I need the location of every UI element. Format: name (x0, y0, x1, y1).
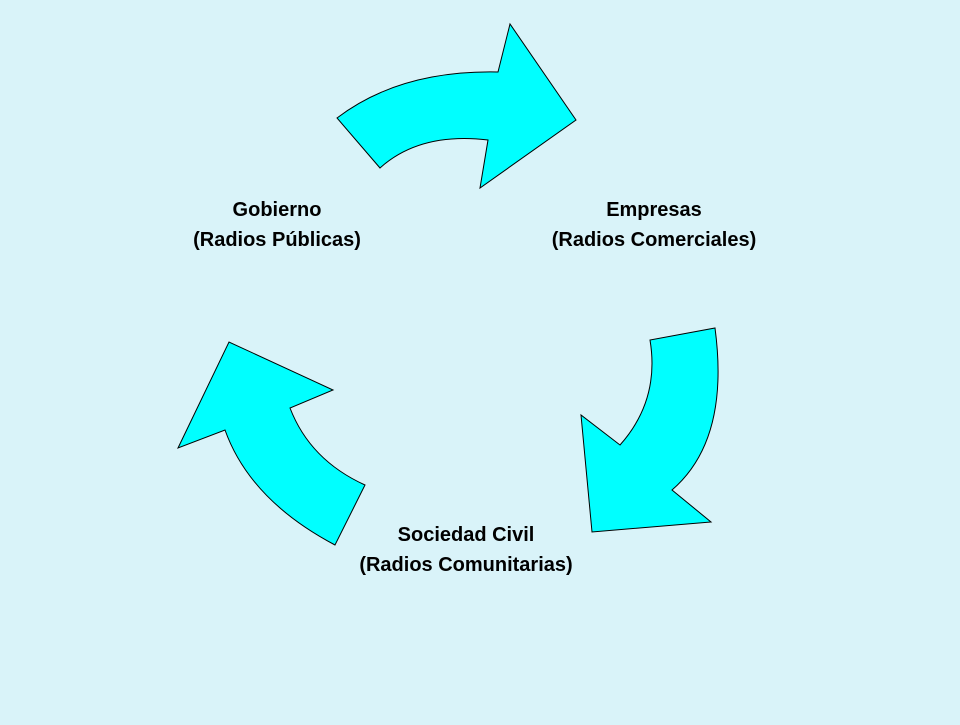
arrow-gobierno-to-empresas (336, 22, 577, 190)
arrow-empresas-to-sociedad (580, 327, 719, 533)
node-sociedad-civil: Sociedad Civil (Radios Comunitarias) (306, 520, 626, 580)
node-sociedad-civil-title: Sociedad Civil (397, 524, 535, 546)
node-empresas-title: Empresas (606, 199, 702, 221)
node-gobierno-subtitle: (Radios Públicas) (193, 229, 361, 251)
node-gobierno: Gobierno (Radios Públicas) (117, 195, 437, 255)
node-empresas-subtitle: (Radios Comerciales) (551, 229, 757, 251)
node-sociedad-civil-subtitle: (Radios Comunitarias) (359, 554, 573, 576)
node-empresas: Empresas (Radios Comerciales) (494, 195, 814, 255)
arrow-sociedad-to-gobierno (177, 341, 366, 546)
node-gobierno-title: Gobierno (232, 199, 322, 221)
